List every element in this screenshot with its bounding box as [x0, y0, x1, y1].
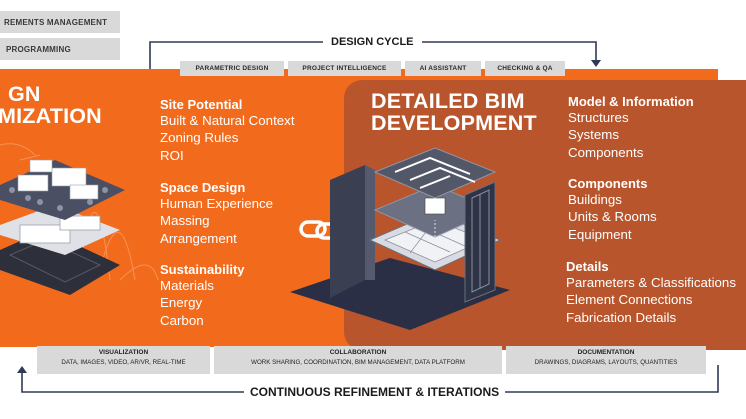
- sustainability-heading: Sustainability: [160, 262, 245, 277]
- chip-project-intelligence: PROJECT INTELLIGENCE: [288, 61, 401, 76]
- right-panel-title: DETAILED BIM DEVELOPMENT: [371, 90, 537, 134]
- sustain-item-energy: Energy: [160, 295, 203, 311]
- space-item-human: Human Experience: [160, 196, 274, 211]
- refinement-label: CONTINUOUS REFINEMENT & ITERATIONS: [244, 385, 506, 399]
- comp-item-units-rooms: Units & Rooms: [568, 209, 657, 225]
- space-item-massing: Massing: [160, 213, 210, 229]
- components-heading: Components: [568, 176, 648, 191]
- details-item-connections: Element Connections: [566, 292, 693, 308]
- details-item-parameters: Parameters & Classifications: [566, 275, 736, 290]
- left-panel-title-line2: MIZATION: [0, 104, 102, 128]
- site-potential-heading: Site Potential: [160, 97, 243, 112]
- chip-checking-qa: CHECKING & QA: [485, 61, 565, 76]
- space-design-group: Space Design Human Experience Massing Ar…: [160, 180, 273, 247]
- comp-item-buildings: Buildings: [568, 192, 622, 207]
- details-item-fabrication: Fabrication Details: [566, 309, 677, 325]
- site-potential-group: Site Potential Built & Natural Context Z…: [160, 97, 295, 164]
- model-item-structures: Structures: [568, 110, 629, 125]
- chip-ai-assistant: AI ASSISTANT: [405, 61, 481, 76]
- documentation-title: DOCUMENTATION: [577, 349, 635, 356]
- sustain-item-materials: Materials: [160, 278, 214, 293]
- details-group: Details Parameters & Classifications Ele…: [566, 259, 736, 326]
- visualization-box: VISUALIZATION DATA, IMAGES, VIDEO, AR/VR…: [37, 346, 210, 374]
- sustain-item-carbon: Carbon: [160, 312, 204, 328]
- visualization-sub: DATA, IMAGES, VIDEO, AR/VR, REAL-TIME: [61, 359, 186, 366]
- left-panel-title: GN MIZATION: [0, 83, 102, 127]
- model-item-systems: Systems: [568, 127, 619, 143]
- design-cycle-title: DESIGN CYCLE: [323, 36, 422, 48]
- model-information-heading: Model & Information: [568, 94, 694, 109]
- components-group: Components Buildings Units & Rooms Equip…: [568, 176, 657, 243]
- requirements-management-label: REMENTS MANAGEMENT: [4, 17, 108, 27]
- visualization-title: VISUALIZATION: [98, 349, 149, 356]
- sustainability-group: Sustainability Materials Energy Carbon: [160, 262, 245, 329]
- site-massing-illustration: [0, 143, 159, 295]
- model-item-components: Components: [568, 144, 644, 160]
- comp-item-equipment: Equipment: [568, 226, 632, 242]
- collaboration-sub: WORK SHARING, COORDINATION, BIM MANAGEME…: [251, 359, 465, 366]
- site-item-zoning: Zoning Rules: [160, 130, 239, 146]
- right-panel-title-line1: DETAILED BIM: [371, 89, 525, 113]
- documentation-sub: DRAWINGS, DIAGRAMS, LAYOUTS, QUANTITIES: [534, 359, 678, 366]
- details-heading: Details: [566, 259, 609, 274]
- site-item-context: Built & Natural Context: [160, 113, 295, 128]
- programming-box: PROGRAMMING: [0, 38, 120, 60]
- bim-layers-illustration: [290, 147, 510, 330]
- chip-parametric-design: PARAMETRIC DESIGN: [180, 61, 284, 76]
- site-item-roi: ROI: [160, 147, 184, 163]
- collaboration-title: COLLABORATION: [329, 349, 387, 356]
- documentation-box: DOCUMENTATION DRAWINGS, DIAGRAMS, LAYOUT…: [506, 346, 706, 374]
- right-panel-title-line2: DEVELOPMENT: [371, 111, 537, 135]
- space-item-arrangement: Arrangement: [160, 230, 237, 246]
- space-design-heading: Space Design: [160, 180, 246, 195]
- collaboration-box: COLLABORATION WORK SHARING, COORDINATION…: [214, 346, 502, 374]
- programming-label: PROGRAMMING: [6, 44, 71, 54]
- left-panel-title-line1: GN: [8, 82, 41, 106]
- requirements-management-box: REMENTS MANAGEMENT: [0, 11, 120, 33]
- model-information-group: Model & Information Structures Systems C…: [568, 94, 694, 161]
